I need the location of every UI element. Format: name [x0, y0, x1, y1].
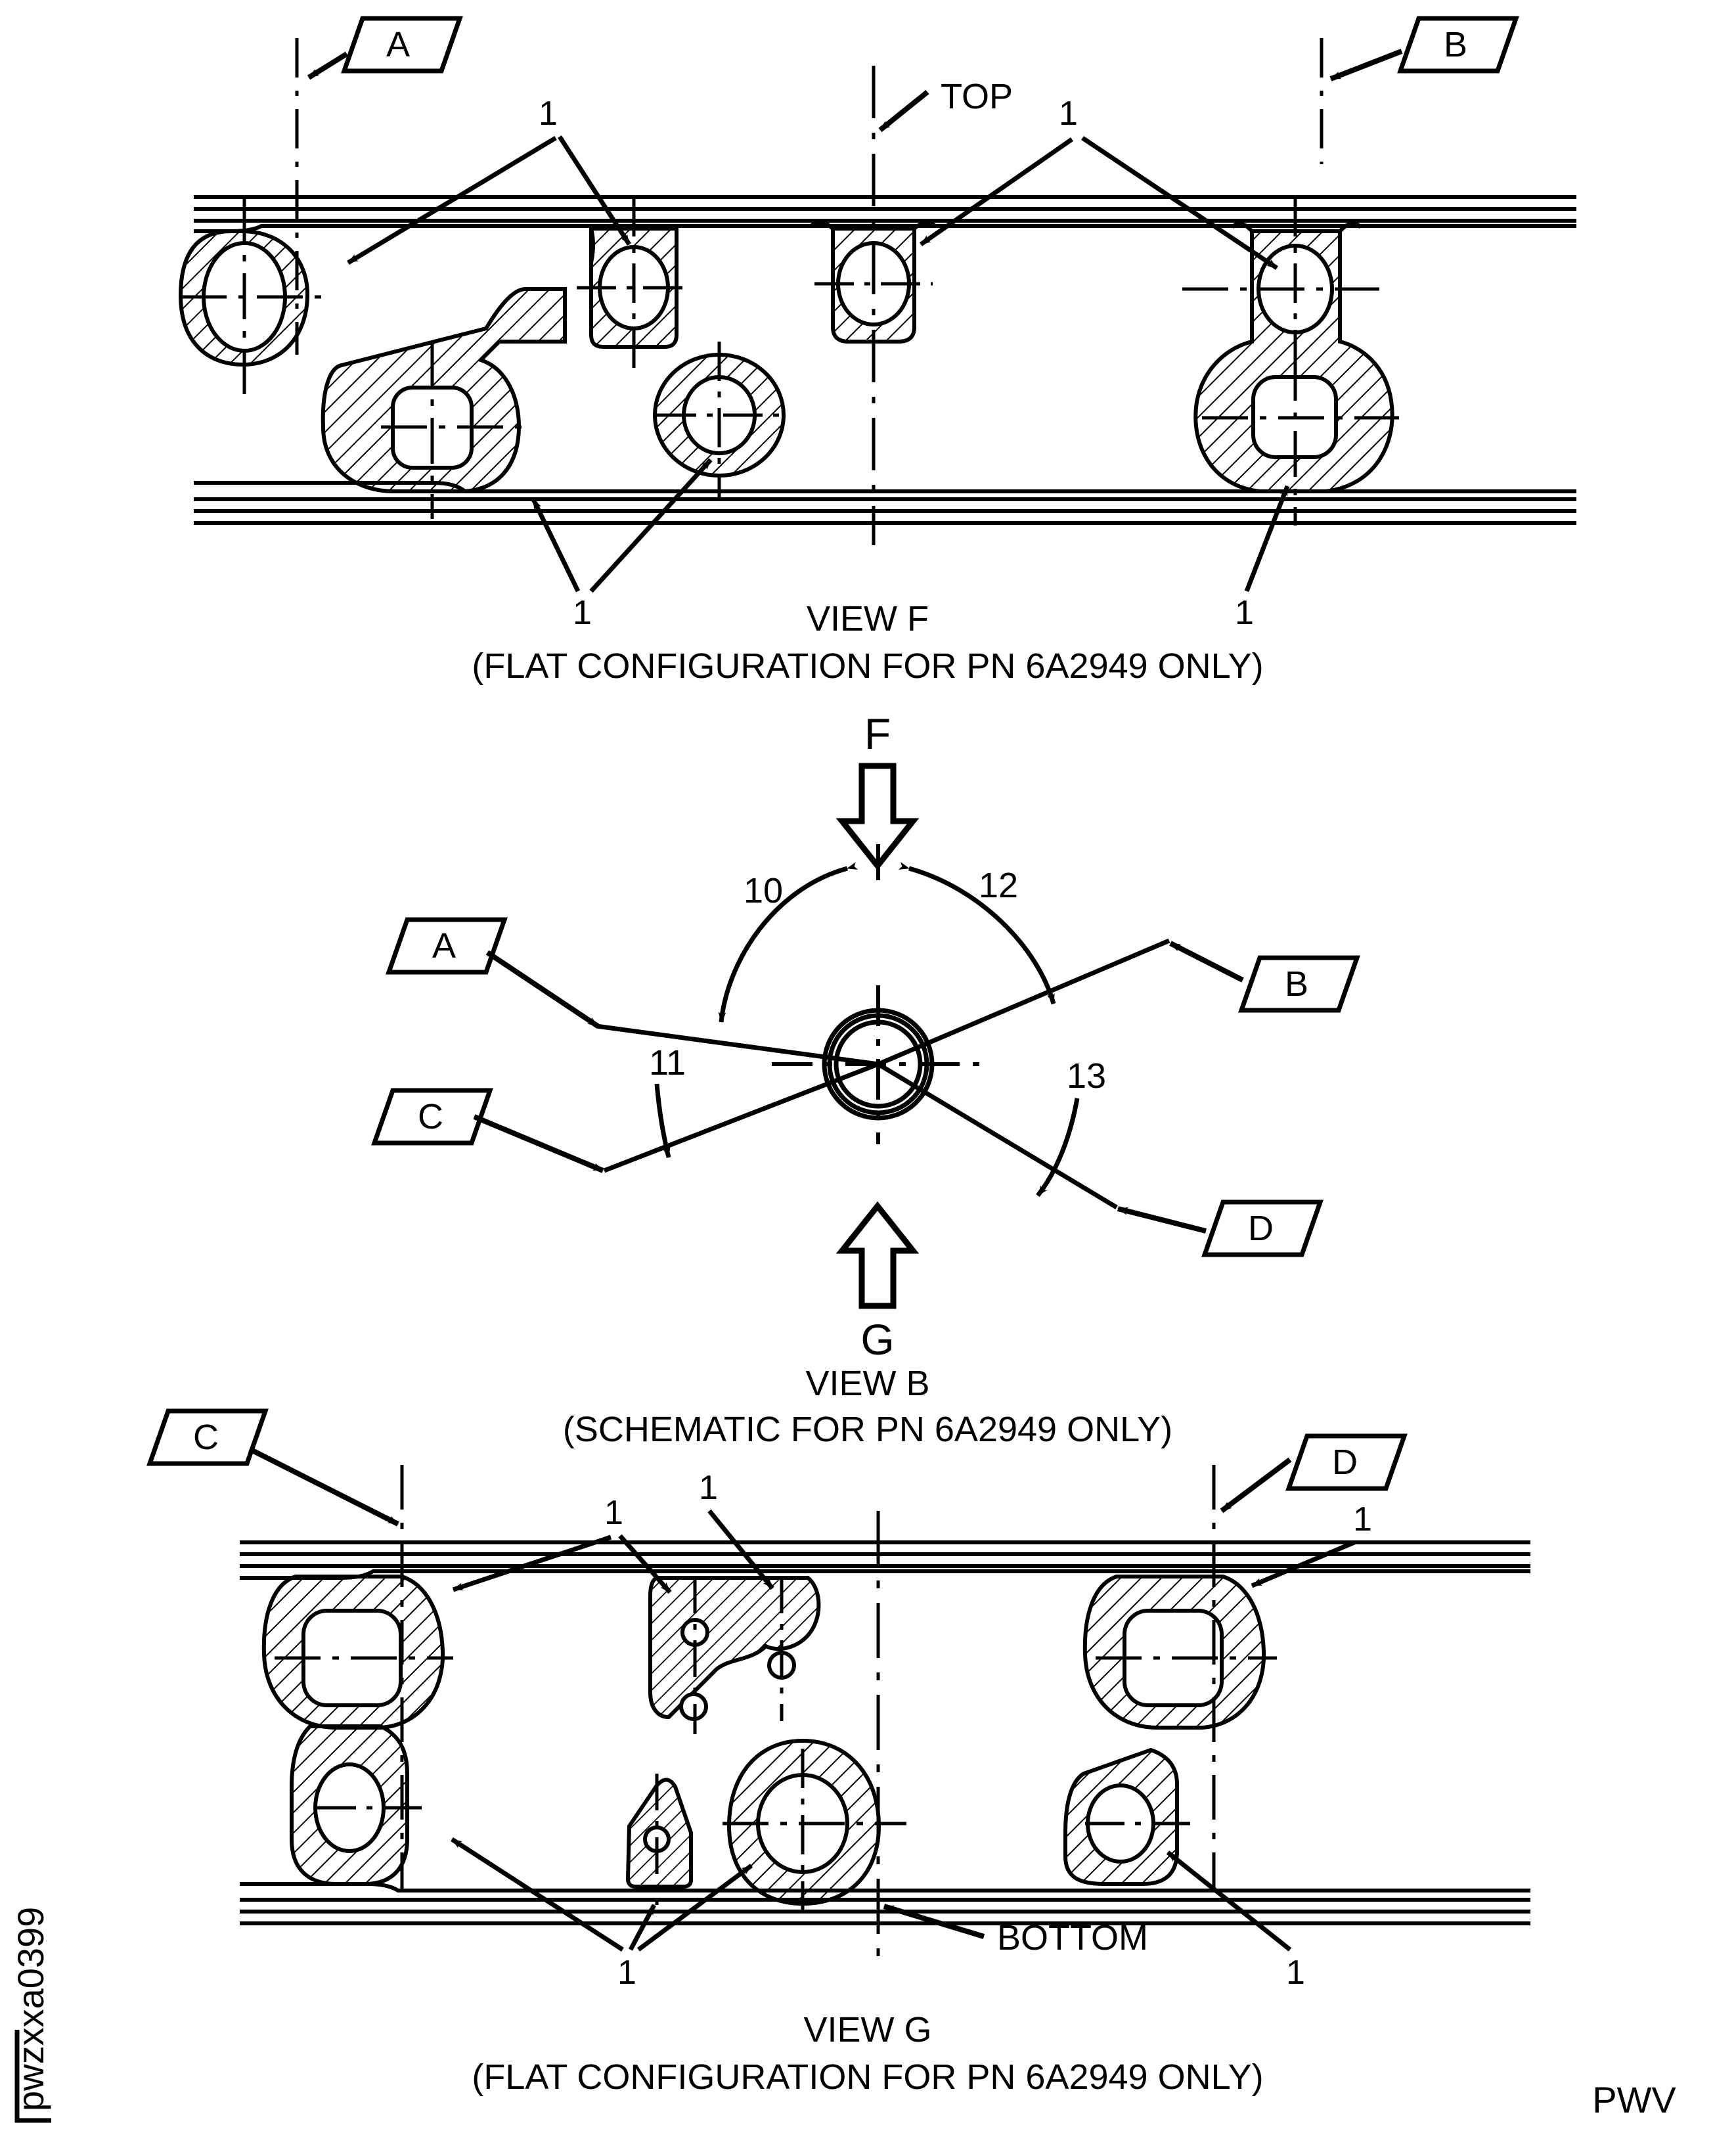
flag-parallelogram [1238, 955, 1360, 1013]
arrow-f-label: F [864, 709, 891, 758]
flag-a-leader [485, 950, 600, 1029]
flag-label-d: D [1332, 1443, 1358, 1482]
drawing-id-text: pwzxxa0399 [10, 1907, 51, 2111]
item-balloon-1a: 1 [539, 95, 558, 133]
drawing-id-block: pwzxxa0399 [10, 1907, 51, 2123]
dim-arc-11 [654, 1083, 671, 1158]
dim-arc-13 [1036, 1098, 1080, 1198]
dim-value-13: 13 [1067, 1056, 1106, 1096]
bottom-orientation-callout: BOTTOM [883, 1904, 1148, 1958]
view-g-centerlines [275, 1465, 1277, 1964]
view-b-section-flag-c[interactable]: C [371, 1088, 604, 1173]
flag-c-leader [473, 1114, 604, 1173]
top-orientation-callout: TOP [878, 77, 1013, 133]
view-f-centerlines [181, 38, 1399, 545]
flag-label-d: D [1248, 1209, 1274, 1248]
item-balloon-1d: 1 [617, 1954, 636, 1992]
view-b-section-flag-a[interactable]: A [386, 917, 600, 1029]
pointer-line-d [877, 1062, 1118, 1210]
flag-label-a: A [432, 926, 456, 966]
flag-parallelogram [1397, 16, 1519, 74]
view-g-clamp-left [261, 1575, 445, 1886]
flag-parallelogram [341, 16, 463, 74]
view-g-section-flag-d[interactable]: D [1220, 1433, 1408, 1513]
dim-value-12: 12 [979, 866, 1018, 905]
flag-parallelogram [371, 1088, 493, 1146]
dim-value-10: 10 [744, 871, 783, 910]
view-f-item-leaders-lower: 1 1 [531, 458, 1290, 632]
section-flag-b[interactable]: B [1329, 16, 1519, 81]
bottom-label: BOTTOM [997, 1918, 1148, 1958]
flag-label-c: C [193, 1418, 219, 1457]
view-f-clamp-5 [553, 231, 636, 359]
view-f-subtitle: (FLAT CONFIGURATION FOR PN 6A2949 ONLY) [472, 646, 1263, 686]
view-f-group: A B TOP 1 1 1 1 [178, 16, 1576, 686]
view-g-group: C D 1 1 1 1 1 [146, 1408, 1530, 2097]
arrow-g-label: G [860, 1315, 894, 1364]
view-b-title: VIEW B [805, 1364, 929, 1403]
flag-parallelogram [146, 1408, 269, 1466]
top-leader [878, 89, 929, 133]
view-f-title: VIEW F [807, 599, 929, 638]
view-g-detail-upper [648, 1576, 821, 1721]
item-balloon-1a: 1 [604, 1494, 623, 1532]
item-balloon-1e: 1 [1286, 1954, 1305, 1992]
id-corner-bracket [14, 2030, 51, 2123]
top-label: TOP [941, 77, 1013, 116]
view-g-item-leaders-lower: 1 1 [451, 1837, 1305, 1992]
view-g-title: VIEW G [803, 2010, 931, 2049]
flag-label-b: B [1444, 25, 1467, 64]
flag-b-leader [1169, 941, 1244, 983]
item-balloon-1c: 1 [1353, 1500, 1372, 1538]
pointer-line-a [596, 1023, 879, 1067]
dim-arc-10 [718, 862, 858, 1023]
view-b-section-flag-d[interactable]: D [1117, 1199, 1324, 1257]
flag-b-leader [1329, 49, 1403, 81]
dim-arc-12 [898, 862, 1056, 1004]
view-b-section-flag-b[interactable]: B [1169, 941, 1360, 1013]
flag-a-leader [307, 51, 349, 80]
flag-label-b: B [1285, 964, 1308, 1004]
dim-value-11: 11 [649, 1043, 686, 1083]
sheet-code-text: PWV [1592, 2079, 1676, 2120]
direction-arrow-g: G [835, 1201, 920, 1364]
flag-label-c: C [418, 1097, 443, 1136]
view-f-item-leaders-upper: 1 1 [347, 95, 1278, 270]
view-b-group: F G [371, 709, 1360, 1449]
flag-d-leader [1117, 1206, 1207, 1234]
flag-parallelogram [1285, 1433, 1408, 1491]
view-g-item-leaders-upper: 1 1 1 [452, 1469, 1372, 1594]
arrow-f-glyph [835, 763, 920, 871]
flag-c-leader [248, 1446, 399, 1527]
section-flag-a[interactable]: A [307, 16, 463, 80]
pointer-line-c [603, 1062, 879, 1173]
view-b-subtitle: (SCHEMATIC FOR PN 6A2949 ONLY) [563, 1410, 1172, 1449]
view-g-subtitle: (FLAT CONFIGURATION FOR PN 6A2949 ONLY) [472, 2057, 1263, 2097]
view-b-dimension-values: 10 11 12 13 [649, 866, 1106, 1096]
flag-label-a: A [386, 25, 410, 64]
item-balloon-1c: 1 [573, 594, 592, 632]
view-b-dimension-arcs [654, 862, 1080, 1198]
item-balloon-1b: 1 [699, 1469, 718, 1507]
arrow-g-glyph [835, 1201, 920, 1309]
direction-arrow-f: F [835, 709, 920, 871]
bottom-leader [883, 1904, 985, 1939]
item-balloon-1b: 1 [1059, 95, 1078, 133]
flag-parallelogram [386, 917, 508, 975]
view-g-section-flag-c[interactable]: C [146, 1408, 399, 1527]
flag-parallelogram [1201, 1199, 1324, 1257]
flag-d-leader [1220, 1457, 1292, 1513]
item-balloon-1d: 1 [1235, 594, 1254, 632]
